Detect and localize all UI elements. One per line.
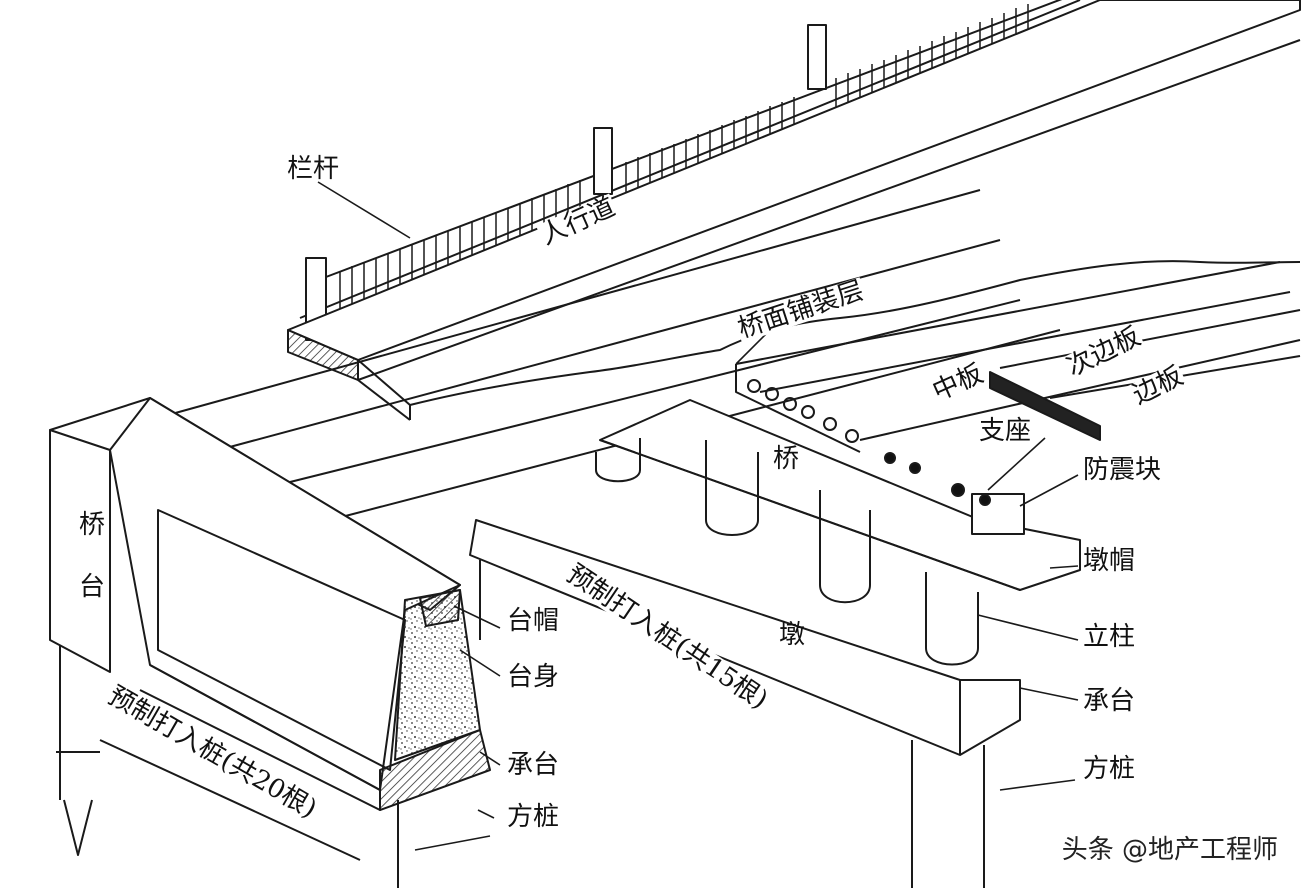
abutment-label-top: 桥 [79,510,106,540]
bridge-label: 桥 [773,444,800,474]
pier-pile-cap-label: 承台 [1082,686,1137,716]
seismic-block-label: 防震块 [1082,455,1163,485]
abutment-cap-label: 台帽 [506,606,561,636]
column-label: 立柱 [1082,622,1137,652]
abutment-square-pile-label: 方桩 [506,802,561,832]
pier-cap [599,399,1081,591]
bearing-label: 支座 [978,416,1033,446]
abutment [49,397,491,888]
abutment-body-label: 台身 [506,662,561,692]
pier-cap-label: 墩帽 [1082,546,1137,576]
abutment-label-bottom: 台 [79,572,106,602]
abutment-pile-cap-label: 承台 [506,750,561,780]
pier-square-pile-label: 方桩 [1082,754,1137,784]
watermark: 头条 @地产工程师 [1061,835,1278,865]
pier-label: 墩 [779,620,806,650]
deck-slabs [149,189,1301,521]
sidewalk [287,0,1301,421]
columns [595,438,979,666]
railing-label: 栏杆 [287,154,340,184]
